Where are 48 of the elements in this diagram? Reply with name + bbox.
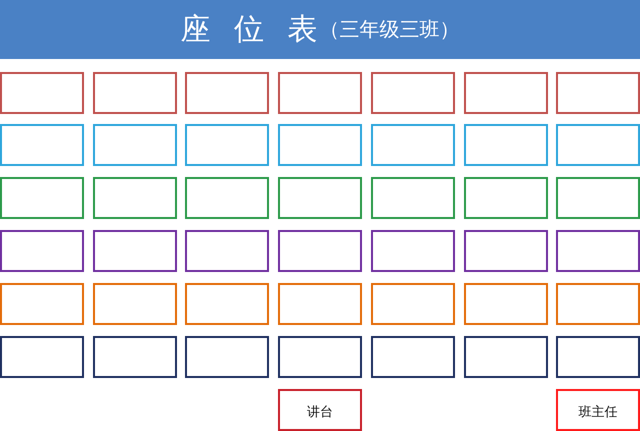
seat-box xyxy=(371,72,455,114)
seat-box xyxy=(93,72,177,114)
seat-box xyxy=(464,283,548,325)
seat-box xyxy=(556,177,640,219)
seat-box xyxy=(0,177,84,219)
seat-box xyxy=(556,336,640,378)
seat-box xyxy=(185,177,269,219)
seat-box xyxy=(556,230,640,272)
box-label: 讲台 xyxy=(307,404,333,421)
seat-box xyxy=(464,124,548,166)
seat-box xyxy=(278,283,362,325)
seat-box xyxy=(0,336,84,378)
seat-box xyxy=(0,283,84,325)
seat-box xyxy=(0,124,84,166)
seat-box xyxy=(278,177,362,219)
box-label: 班主任 xyxy=(578,404,618,421)
seat-box xyxy=(93,124,177,166)
label-box xyxy=(556,389,640,431)
seat-box xyxy=(185,336,269,378)
seat-box xyxy=(464,336,548,378)
seat-box xyxy=(464,72,548,114)
seat-box xyxy=(464,230,548,272)
seat-box xyxy=(93,283,177,325)
class-name: （三年级三班） xyxy=(320,16,460,43)
seat-box xyxy=(185,230,269,272)
seat-box xyxy=(556,283,640,325)
seat-box xyxy=(371,283,455,325)
seat-box xyxy=(556,72,640,114)
title: 座 位 表 xyxy=(180,11,318,49)
seat-box xyxy=(93,177,177,219)
seat-box xyxy=(371,177,455,219)
seat-box xyxy=(278,336,362,378)
seat-box xyxy=(185,283,269,325)
seat-box xyxy=(371,124,455,166)
seat-box xyxy=(371,336,455,378)
seat-box xyxy=(185,72,269,114)
seat-box xyxy=(464,177,548,219)
seat-box xyxy=(278,230,362,272)
seat-box xyxy=(93,336,177,378)
seat-box xyxy=(371,230,455,272)
seat-box xyxy=(93,230,177,272)
seat-box xyxy=(185,124,269,166)
seat-box xyxy=(0,230,84,272)
seat-box xyxy=(556,124,640,166)
label-box xyxy=(278,389,362,431)
seat-box xyxy=(0,72,84,114)
seat-box xyxy=(278,124,362,166)
seat-box xyxy=(278,72,362,114)
